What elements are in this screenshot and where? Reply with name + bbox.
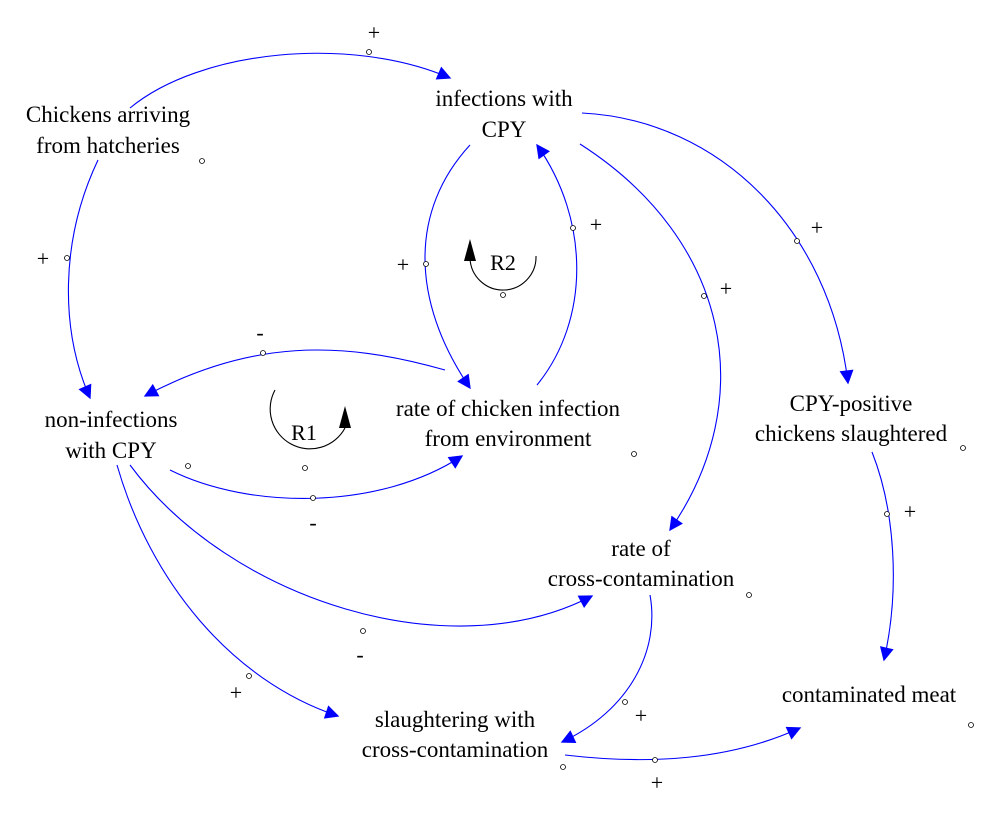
- link-handle[interactable]: [310, 495, 316, 501]
- loop-handle: [302, 465, 308, 471]
- loop-arc: [269, 389, 346, 450]
- node-handle[interactable]: [960, 445, 966, 451]
- loop-arrowhead: [464, 239, 476, 261]
- loop-label: R2: [490, 250, 516, 275]
- loop-label: R1: [291, 420, 317, 445]
- node-label-line: Chickens arriving: [26, 102, 191, 127]
- link-rate-cross-to-slaughtering[interactable]: +: [560, 594, 653, 743]
- node-label-line: contaminated meat: [782, 682, 957, 707]
- node-cpy-positive[interactable]: CPY-positive chickens slaughtered: [755, 391, 966, 451]
- polarity-label: -: [256, 320, 263, 345]
- link-rate-infection-to-infections[interactable]: +: [536, 143, 602, 386]
- link-handle[interactable]: [652, 757, 658, 763]
- polarity-label: +: [635, 703, 647, 728]
- node-label-line: from hatcheries: [36, 133, 180, 158]
- link-handle[interactable]: [701, 293, 707, 299]
- node-label-line: rate of: [611, 536, 671, 561]
- polarity-label: +: [651, 770, 663, 795]
- polarity-label: +: [720, 276, 732, 301]
- link-handle[interactable]: [794, 238, 800, 244]
- node-handle[interactable]: [968, 722, 974, 728]
- node-label-line: chickens slaughtered: [755, 421, 948, 446]
- link-handle[interactable]: [260, 350, 266, 356]
- node-label-line: CPY: [482, 117, 527, 142]
- link-handle[interactable]: [366, 49, 372, 55]
- polarity-label: +: [368, 20, 380, 45]
- link-handle[interactable]: [570, 225, 576, 231]
- link-slaughtering-to-meat[interactable]: +: [564, 726, 802, 795]
- link-infections-to-rate-infection[interactable]: +: [397, 144, 471, 390]
- node-handle[interactable]: [560, 764, 566, 770]
- polarity-label: -: [309, 510, 316, 535]
- node-handle[interactable]: [631, 451, 637, 457]
- link-handle[interactable]: [246, 673, 252, 679]
- link-handle[interactable]: [622, 699, 628, 705]
- loop-arrowhead: [339, 406, 351, 428]
- node-label-line: with CPY: [65, 438, 157, 463]
- polarity-label: +: [230, 680, 242, 705]
- link-cpy-positive-to-meat[interactable]: +: [871, 451, 916, 662]
- node-label-line: from environment: [425, 426, 592, 451]
- node-label-line: non-infections: [45, 407, 178, 432]
- node-label-line: cross-contamination: [548, 566, 735, 591]
- link-non-infections-to-rate-cross[interactable]: -: [129, 464, 594, 667]
- polarity-label: +: [904, 499, 916, 524]
- node-chickens-arriving[interactable]: Chickens arriving from hatcheries: [26, 102, 205, 164]
- polarity-label: -: [356, 642, 363, 667]
- link-infections-to-cpy-positive[interactable]: +: [581, 112, 854, 385]
- node-label-line: cross-contamination: [362, 737, 549, 762]
- link-non-infections-to-slaughtering[interactable]: +: [116, 464, 340, 719]
- link-handle[interactable]: [64, 255, 70, 261]
- link-chickens-to-infections[interactable]: +: [129, 20, 452, 109]
- node-handle[interactable]: [746, 592, 752, 598]
- node-label-line: slaughtering with: [375, 707, 536, 732]
- polarity-label: +: [590, 212, 602, 237]
- node-handle[interactable]: [185, 463, 191, 469]
- node-handle[interactable]: [199, 158, 205, 164]
- polarity-label: +: [811, 215, 823, 240]
- link-handle[interactable]: [884, 511, 890, 517]
- loop-arc: [469, 255, 537, 291]
- node-label-line: rate of chicken infection: [396, 396, 621, 421]
- link-infections-to-rate-cross[interactable]: +: [579, 143, 732, 532]
- loop-r1: R1: [269, 389, 351, 471]
- link-non-infections-to-rate-infection[interactable]: -: [169, 455, 464, 535]
- link-chickens-to-non-infections[interactable]: +: [37, 159, 99, 400]
- node-label-line: infections with: [435, 86, 573, 111]
- polarity-label: +: [37, 246, 49, 271]
- loop-handle: [500, 292, 506, 298]
- node-slaughtering[interactable]: slaughtering with cross-contamination: [362, 707, 566, 770]
- node-non-infections[interactable]: non-infections with CPY: [45, 407, 191, 469]
- link-handle[interactable]: [360, 628, 366, 634]
- node-infections[interactable]: infections with CPY: [435, 86, 573, 142]
- node-rate-infection[interactable]: rate of chicken infection from environme…: [396, 396, 637, 457]
- link-rate-infection-to-non-infections[interactable]: -: [143, 320, 446, 397]
- node-label-line: CPY-positive: [790, 391, 913, 416]
- polarity-label: +: [397, 252, 409, 277]
- node-rate-cross[interactable]: rate of cross-contamination: [548, 536, 752, 598]
- loop-r2: R2: [464, 239, 537, 298]
- node-contaminated-meat[interactable]: contaminated meat: [782, 682, 974, 728]
- link-handle[interactable]: [423, 261, 429, 267]
